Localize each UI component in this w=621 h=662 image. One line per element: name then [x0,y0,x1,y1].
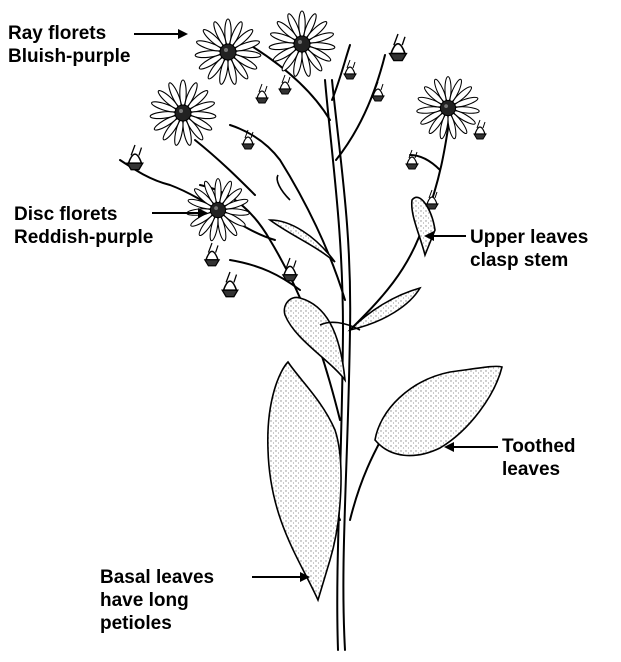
label-upper-leaves: Upper leaves clasp stem [470,226,588,272]
toothed-leaf-right [375,366,502,455]
label-ray-florets-line2: Bluish-purple [8,45,130,68]
label-upper-leaves-line1: Upper leaves [470,226,588,249]
label-basal-leaves-line1: Basal leaves [100,566,214,589]
label-basal-leaves: Basal leaves have long petioles [100,566,214,635]
label-toothed-leaves-line1: Toothed [502,435,576,458]
label-basal-leaves-line2: have long [100,589,214,612]
label-ray-florets-line1: Ray florets [8,22,130,45]
label-disc-florets-line2: Reddish-purple [14,226,153,249]
leaves [268,175,502,600]
label-basal-leaves-line3: petioles [100,612,214,635]
label-ray-florets: Ray florets Bluish-purple [8,22,130,68]
basal-leaf-left [268,362,341,600]
label-upper-leaves-line2: clasp stem [470,249,588,272]
mid-leaf [284,297,345,380]
label-disc-florets: Disc florets Reddish-purple [14,203,153,249]
label-toothed-leaves-line2: leaves [502,458,576,481]
label-toothed-leaves: Toothed leaves [502,435,576,481]
label-disc-florets-line1: Disc florets [14,203,153,226]
upper-leaf-right [350,288,420,330]
